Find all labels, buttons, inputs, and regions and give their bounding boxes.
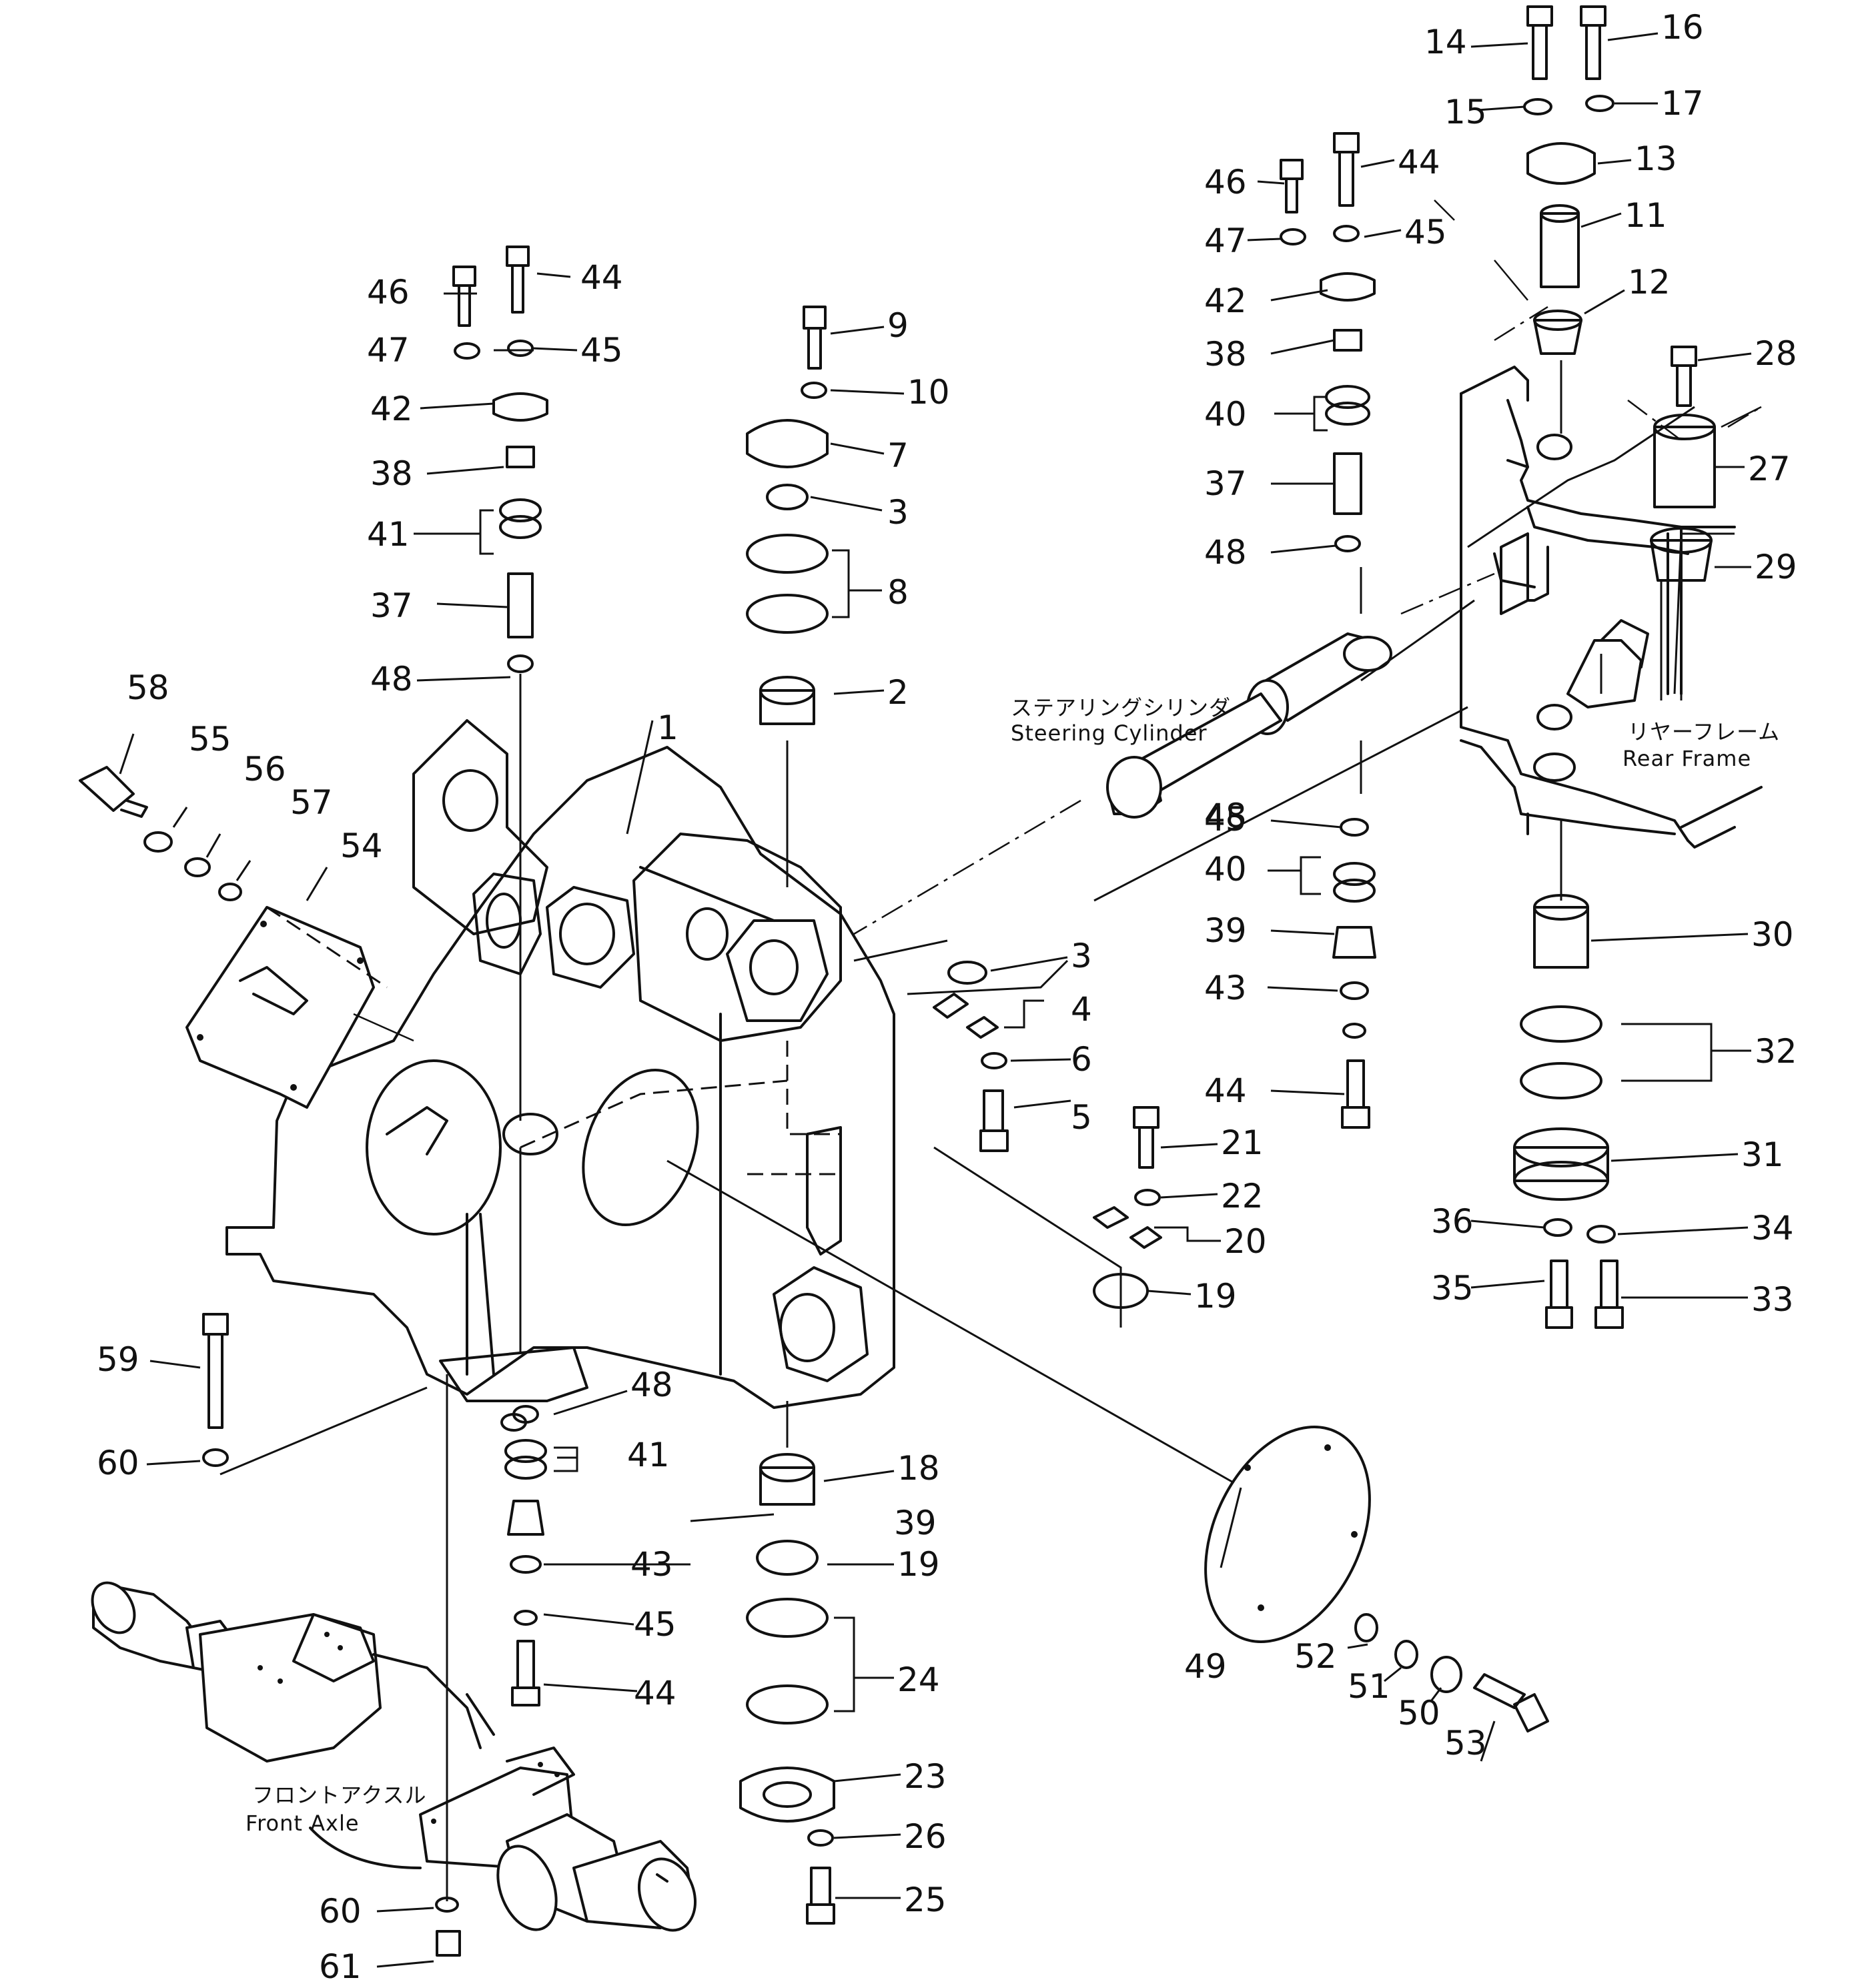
steering-cylinder-label-jp: ステアリングシリンダ xyxy=(1011,695,1231,720)
part-number: 48 xyxy=(1204,533,1247,572)
part-number: 34 xyxy=(1751,1209,1794,1248)
part-number: 44 xyxy=(1398,143,1440,181)
front-axle xyxy=(91,1581,697,1932)
front-frame-body xyxy=(225,719,895,1409)
part-number: 38 xyxy=(370,454,413,493)
part-number: 8 xyxy=(887,573,909,612)
part-number: 46 xyxy=(367,273,410,312)
part-number: 14 xyxy=(1424,23,1467,61)
rear-frame-label-jp: リヤーフレーム xyxy=(1628,719,1780,744)
steering-cylinder-label-en: Steering Cylinder xyxy=(1011,720,1208,746)
part-number: 48 xyxy=(1204,797,1247,835)
part-number: 29 xyxy=(1755,548,1797,586)
part-number: 24 xyxy=(897,1660,940,1699)
part-number: 37 xyxy=(1204,464,1247,503)
part-number: 48 xyxy=(370,660,413,698)
part-number: 52 xyxy=(1294,1637,1337,1676)
part-number: 59 xyxy=(97,1340,139,1379)
inspection-cover xyxy=(185,906,414,1109)
part-number: 39 xyxy=(1204,911,1247,950)
part-number: 40 xyxy=(1204,850,1247,889)
part-number: 58 xyxy=(127,668,169,707)
part-number: 61 xyxy=(319,1947,362,1986)
assembly-lines xyxy=(219,199,1762,1901)
part-number: 44 xyxy=(1204,1071,1247,1110)
part-number: 56 xyxy=(244,750,286,789)
part-number: 15 xyxy=(1444,93,1487,131)
part-number: 22 xyxy=(1221,1177,1264,1215)
part-number: 19 xyxy=(1194,1277,1237,1316)
part-number: 45 xyxy=(634,1605,676,1644)
captions: ステアリングシリンダ Steering Cylinder リヤーフレーム Rea… xyxy=(246,695,1780,1836)
part-number: 38 xyxy=(1204,335,1247,374)
part-number: 16 xyxy=(1661,8,1704,47)
part-number: 45 xyxy=(1404,213,1447,252)
part-number: 32 xyxy=(1755,1032,1797,1071)
part-number: 43 xyxy=(630,1545,673,1584)
part-number: 44 xyxy=(580,258,623,297)
part-number: 39 xyxy=(894,1504,937,1542)
part-number: 60 xyxy=(97,1444,139,1482)
part-number: 4 xyxy=(1071,990,1092,1029)
part-number: 28 xyxy=(1755,334,1797,373)
part-number: 49 xyxy=(1184,1647,1227,1686)
part-number: 11 xyxy=(1624,196,1667,235)
steering-cylinder xyxy=(853,572,1495,935)
part-number: 47 xyxy=(1204,221,1247,260)
leader-lines xyxy=(119,32,1752,1968)
part-number: 18 xyxy=(897,1449,940,1488)
part-number: 53 xyxy=(1444,1724,1487,1763)
part-number: 1 xyxy=(657,708,678,747)
front-axle-label-jp: フロントアクスル xyxy=(252,1783,426,1808)
part-number: 35 xyxy=(1431,1269,1474,1308)
part-number: 3 xyxy=(887,493,909,532)
part-number: 42 xyxy=(370,390,413,428)
part-number: 12 xyxy=(1628,263,1671,302)
part-number: 36 xyxy=(1431,1202,1474,1241)
part-number: 57 xyxy=(290,783,333,822)
part-number: 33 xyxy=(1751,1280,1794,1319)
part-number: 47 xyxy=(367,331,410,370)
part-number: 51 xyxy=(1348,1667,1390,1706)
part-number: 13 xyxy=(1635,139,1677,178)
part-number: 60 xyxy=(319,1892,362,1931)
rear-frame-label-en: Rear Frame xyxy=(1622,746,1751,771)
part-number: 45 xyxy=(580,331,623,370)
front-axle-label-en: Front Axle xyxy=(246,1811,360,1836)
part-number: 37 xyxy=(370,586,413,625)
part-number: 41 xyxy=(627,1436,670,1474)
part-number: 27 xyxy=(1748,450,1791,488)
part-number: 5 xyxy=(1071,1098,1092,1137)
part-number: 45 xyxy=(1204,800,1247,839)
part-number: 10 xyxy=(907,373,950,412)
part-number: 55 xyxy=(189,720,231,759)
part-number: 21 xyxy=(1221,1123,1264,1162)
part-number: 43 xyxy=(1204,969,1247,1007)
part-number: 19 xyxy=(897,1545,940,1584)
part-number: 20 xyxy=(1224,1222,1267,1261)
part-number: 9 xyxy=(887,306,909,345)
part-number: 26 xyxy=(904,1817,947,1856)
hardware-parts xyxy=(79,5,1716,1957)
rear-frame xyxy=(1460,366,1763,849)
part-number: 48 xyxy=(630,1366,673,1404)
part-number: 23 xyxy=(904,1757,947,1796)
part-number: 40 xyxy=(1204,395,1247,434)
part-number: 54 xyxy=(340,827,383,865)
part-number: 3 xyxy=(1071,937,1092,975)
part-number-labels: 1 2 3 3 4 5 6 7 8 9 10 11 12 13 14 15 16… xyxy=(97,8,1797,1986)
part-number: 30 xyxy=(1751,915,1794,954)
part-number: 17 xyxy=(1661,84,1704,123)
part-number: 6 xyxy=(1071,1040,1092,1079)
part-number: 46 xyxy=(1204,163,1247,201)
part-number: 50 xyxy=(1398,1694,1440,1732)
part-number: 42 xyxy=(1204,282,1247,320)
part-number: 41 xyxy=(367,515,410,554)
part-number: 44 xyxy=(634,1674,676,1712)
part-number: 2 xyxy=(887,673,909,712)
part-number: 7 xyxy=(887,436,909,475)
part-number: 31 xyxy=(1741,1135,1784,1174)
part-number: 25 xyxy=(904,1881,947,1919)
